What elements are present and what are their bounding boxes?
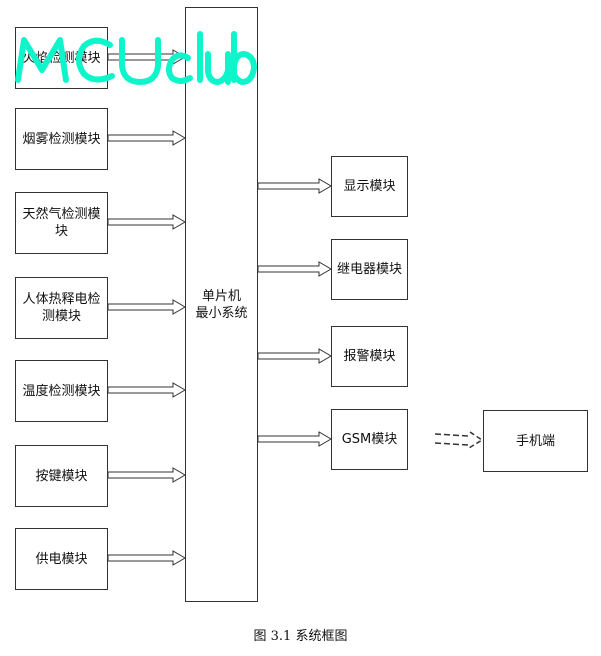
input-module-box: 供电模块 — [15, 528, 108, 590]
input-arrow — [107, 214, 186, 230]
output-module-box: 继电器模块 — [331, 239, 408, 300]
input-module-box: 按键模块 — [15, 445, 108, 507]
input-arrow — [107, 49, 186, 65]
input-arrow — [107, 467, 186, 483]
output-arrow — [257, 178, 332, 194]
output-arrow — [257, 261, 332, 277]
output-arrow — [257, 431, 332, 447]
input-module-box: 烟雾检测模块 — [15, 108, 108, 170]
input-module-box: 火焰检测模块 — [15, 27, 108, 89]
phone-box: 手机端 — [483, 410, 588, 472]
output-module-box: 报警模块 — [331, 326, 408, 387]
input-arrow — [107, 299, 186, 315]
input-arrow — [107, 550, 186, 566]
wireless-dashed-arrow — [434, 431, 484, 449]
mcu-box: 单片机 最小系统 — [185, 7, 258, 602]
input-module-box: 天然气检测模块 — [15, 192, 108, 254]
input-arrow — [107, 130, 186, 146]
output-module-box: 显示模块 — [331, 156, 408, 217]
output-arrow — [257, 348, 332, 364]
input-module-box: 温度检测模块 — [15, 360, 108, 422]
output-module-box: GSM模块 — [331, 409, 408, 470]
input-arrow — [107, 382, 186, 398]
figure-caption: 图 3.1 系统框图 — [253, 629, 348, 644]
input-module-box: 人体热释电检测模块 — [15, 277, 108, 339]
